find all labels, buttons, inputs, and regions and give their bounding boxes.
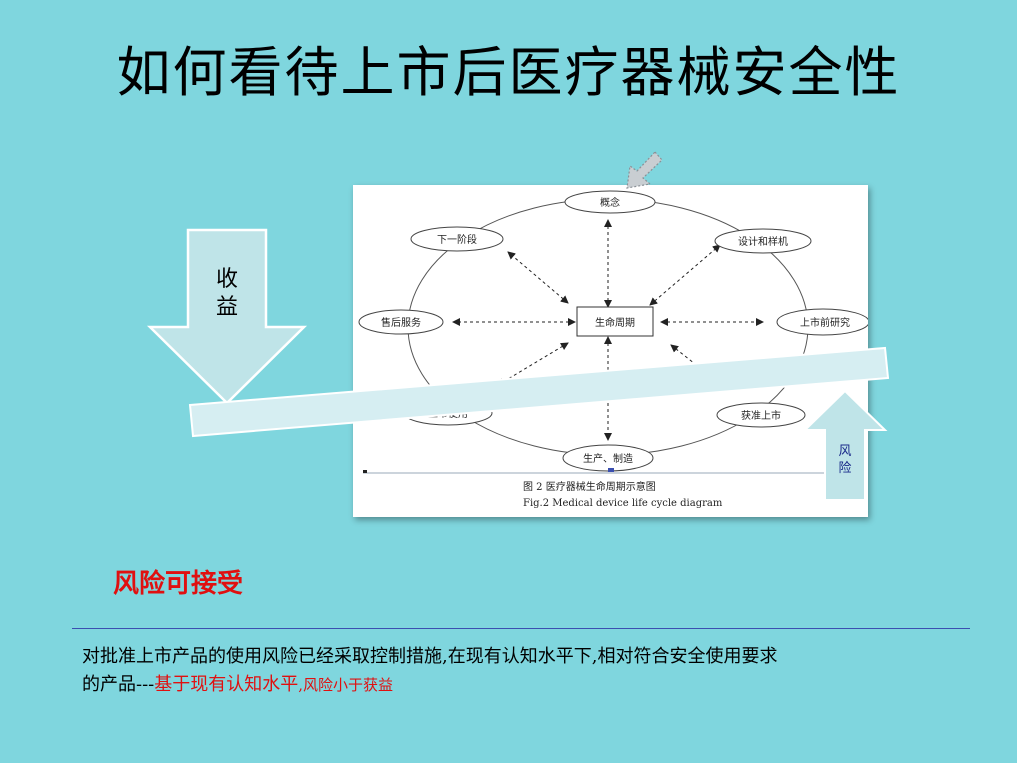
node-right — [776, 308, 868, 336]
lifecycle-diagram: 生命周期 概念 设计和样机 上市前研究 获准上市 生产、制造 上市使用 售后服务… — [353, 185, 868, 517]
node-bottom-right-label: 获准上市 — [741, 409, 781, 422]
description-red: 基于现有认知水平 — [154, 674, 299, 695]
divider-line — [72, 628, 970, 629]
node-bottom-label: 生产、制造 — [583, 452, 633, 465]
page-title: 如何看待上市后医疗器械安全性 — [116, 41, 901, 104]
risk-arrow — [802, 389, 888, 501]
risk-acceptable-heading: 风险可接受 — [113, 569, 244, 599]
benefit-arrow — [146, 228, 308, 405]
center-label: 生命周期 — [595, 316, 635, 329]
node-top — [564, 190, 656, 214]
node-top-right — [714, 228, 812, 254]
center-box — [576, 306, 654, 337]
description-red-small: ,风险小于获益 — [298, 676, 394, 694]
description-line2: 的产品---基于现有认知水平,风险小于获益 — [82, 674, 394, 695]
node-top-right-label: 设计和样机 — [738, 235, 788, 248]
node-bottom-right — [716, 402, 806, 428]
bottom-marker — [608, 468, 614, 472]
pointer-arrow — [626, 151, 663, 189]
node-top-left-label: 下一阶段 — [437, 233, 477, 246]
balance-beam — [188, 346, 890, 438]
caption-zh: 图 2 医疗器械生命周期示意图 — [523, 480, 656, 493]
node-right-label: 上市前研究 — [800, 316, 850, 329]
node-top-label: 概念 — [600, 196, 620, 209]
node-left — [358, 309, 444, 335]
node-top-left — [410, 226, 504, 252]
caption-en: Fig.2 Medical device life cycle diagram — [523, 498, 723, 509]
description-text: 对批准上市产品的使用风险已经采取控制措施,在现有认知水平下,相对符合安全使用要求… — [82, 643, 982, 699]
node-left-label: 售后服务 — [381, 316, 421, 329]
benefit-label: 收 益 — [215, 267, 238, 320]
description-line1: 对批准上市产品的使用风险已经采取控制措施,在现有认知水平下,相对符合安全使用要求 — [82, 646, 778, 667]
risk-label: 风 险 — [838, 444, 852, 476]
